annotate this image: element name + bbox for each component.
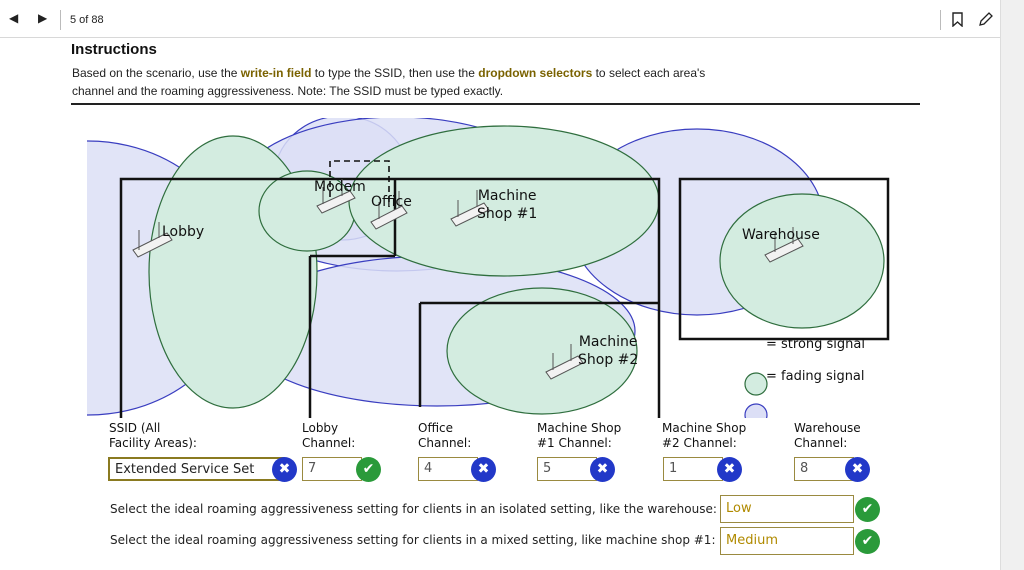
label-line: Channel:: [302, 436, 356, 450]
question-content: Instructions Based on the scenario, use …: [20, 38, 1000, 570]
machine-shop-1-channel-select[interactable]: 5: [537, 457, 597, 481]
lobby-channel-select[interactable]: 7: [302, 457, 362, 481]
legend: [744, 372, 768, 418]
legend-fading-label: = fading signal: [766, 369, 865, 384]
label-line: Channel:: [418, 436, 472, 450]
machine-shop-1-ap-icon: [450, 190, 490, 227]
roaming-mixed-select[interactable]: Medium: [720, 527, 854, 555]
ssid-input[interactable]: Extended Service Set: [108, 457, 284, 481]
top-toolbar: ◀ ▶ 5 of 88: [0, 0, 1000, 38]
toolbar-divider: [60, 10, 61, 30]
toolbar-divider: [940, 10, 941, 30]
scrollbar[interactable]: [1000, 0, 1024, 570]
instr-emphasis: write-in field: [240, 66, 312, 80]
incorrect-icon: ✖: [272, 457, 297, 482]
office-label: Office: [371, 194, 412, 210]
label-line: #1 Channel:: [537, 436, 612, 450]
label-line: Machine: [477, 188, 537, 204]
next-button[interactable]: ▶: [38, 11, 48, 25]
instr-text: to select each area's: [592, 66, 706, 80]
office-ap-icon: [370, 191, 408, 230]
floor-plan-diagram: [87, 118, 890, 418]
correct-icon: ✔: [855, 529, 880, 554]
modem-router-icon: [316, 179, 356, 214]
instructions-text: Based on the scenario, use the write-in …: [72, 64, 772, 100]
roaming-isolated-select[interactable]: Low: [720, 495, 854, 523]
label-line: Office: [418, 421, 454, 435]
label-line: #2 Channel:: [662, 436, 737, 450]
divider: [71, 103, 920, 105]
incorrect-icon: ✖: [471, 457, 496, 482]
instr-text: to type the SSID, then use the: [311, 66, 479, 80]
instructions-title: Instructions: [71, 41, 157, 58]
warehouse-strong-zone: [719, 193, 885, 329]
access-point-icons: [132, 179, 804, 380]
incorrect-icon: ✖: [717, 457, 742, 482]
walls: [119, 177, 890, 418]
label-line: Machine: [578, 334, 638, 350]
bookmark-icon[interactable]: [952, 12, 963, 27]
correct-icon: ✔: [356, 457, 381, 482]
incorrect-icon: ✖: [845, 457, 870, 482]
modem-closet-outline: [329, 160, 390, 207]
pencil-icon[interactable]: [978, 11, 994, 27]
question-counter: 5 of 88: [70, 14, 104, 26]
strong-signal-zones: [148, 125, 885, 415]
correct-icon: ✔: [855, 497, 880, 522]
label-line: Facility Areas):: [109, 436, 197, 450]
label-line: Shop #1: [477, 206, 538, 222]
label-line: Lobby: [302, 421, 339, 435]
warehouse-label: Warehouse: [742, 227, 820, 243]
instr-text: Based on the scenario, use the: [72, 66, 241, 80]
previous-button[interactable]: ◀: [9, 11, 19, 25]
machine-shop-1-channel-label: Machine Shop#1 Channel:: [537, 421, 621, 451]
machine-shop-2-ap-icon: [545, 344, 584, 380]
modem-label: Modem: [314, 179, 366, 195]
office-channel-select[interactable]: 4: [418, 457, 478, 481]
label-line: SSID (All: [109, 421, 161, 435]
label-line: Warehouse: [794, 421, 861, 435]
main-building-wall: [119, 177, 661, 418]
roaming-question-isolated: Select the ideal roaming aggressiveness …: [110, 502, 717, 516]
incorrect-icon: ✖: [590, 457, 615, 482]
machine-shop-2-channel-select[interactable]: 1: [663, 457, 723, 481]
machine-shop-2-strong-zone: [446, 287, 638, 415]
lobby-ap-icon: [132, 222, 173, 258]
instr-emphasis: dropdown selectors: [478, 66, 593, 80]
instr-text: channel and the roaming aggressiveness. …: [72, 84, 504, 98]
label-line: Machine Shop: [662, 421, 747, 435]
fading-signal-swatch: [744, 403, 768, 418]
strong-signal-swatch: [744, 372, 768, 396]
machine-shop-2-channel-label: Machine Shop#2 Channel:: [662, 421, 746, 451]
label-line: Machine Shop: [537, 421, 622, 435]
label-line: Shop #2: [578, 352, 639, 368]
legend-strong-label: = strong signal: [766, 337, 865, 352]
roaming-question-mixed: Select the ideal roaming aggressiveness …: [110, 533, 716, 547]
label-line: Channel:: [794, 436, 848, 450]
lobby-label: Lobby: [162, 224, 205, 240]
warehouse-ap-icon: [764, 227, 804, 263]
warehouse-wall: [678, 177, 890, 341]
